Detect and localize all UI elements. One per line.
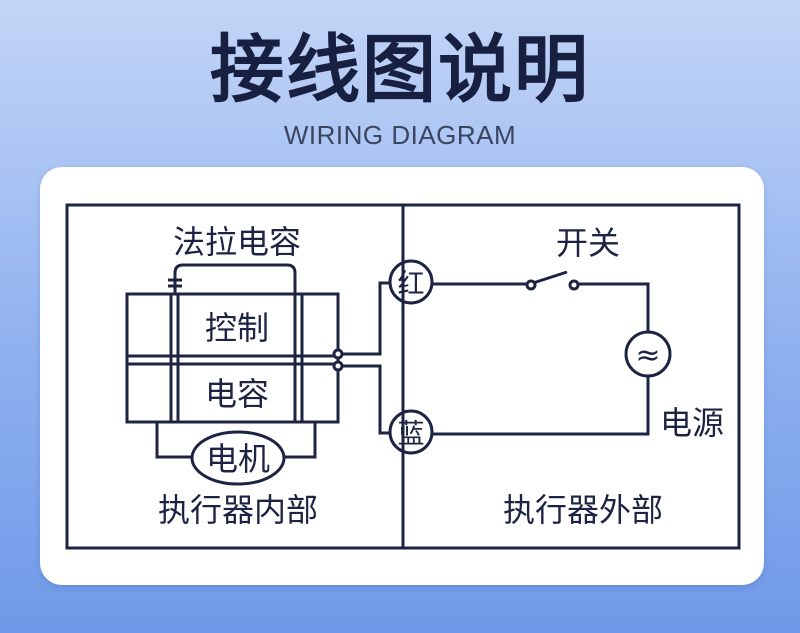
switch-contact-right <box>568 279 580 291</box>
capacitor-label: 法拉电容 <box>173 223 301 261</box>
motor-ellipse <box>190 430 286 486</box>
page-title: 接线图说明 <box>210 27 590 113</box>
control-label: 控制 <box>205 309 269 347</box>
blue-wire-label: 蓝 <box>398 419 425 450</box>
capacitance-label: 电容 <box>205 375 269 413</box>
power-label: 电源 <box>660 404 724 442</box>
switch-blade <box>532 270 568 285</box>
red-terminal <box>388 259 434 305</box>
page-subtitle: WIRING DIAGRAM <box>283 120 517 150</box>
outside-label: 执行器外部 <box>503 491 663 529</box>
red-wire-line <box>338 281 390 356</box>
motor-label: 电机 <box>206 440 270 478</box>
blue-terminal <box>388 409 434 455</box>
inside-label: 执行器内部 <box>158 491 318 529</box>
red-wire-label: 红 <box>398 269 425 300</box>
blue-wire-line <box>338 364 390 435</box>
capacitor-wire <box>173 263 297 294</box>
ac-symbol: ≈ <box>635 338 660 373</box>
switch-label: 开关 <box>556 224 620 262</box>
